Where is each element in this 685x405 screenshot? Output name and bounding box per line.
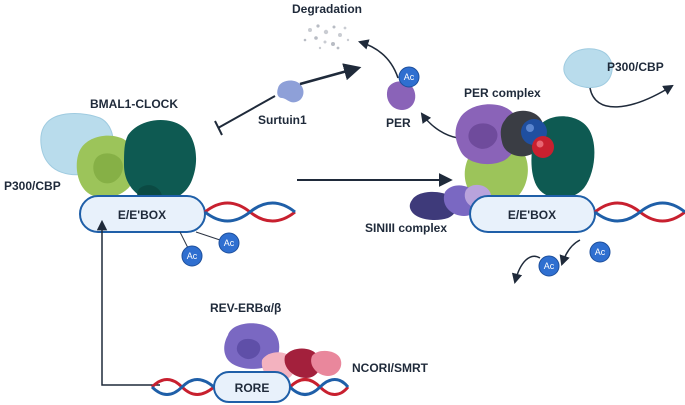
svg-text:Ac: Ac: [595, 247, 606, 257]
ac-marker-left-1: Ac: [179, 231, 203, 267]
rev-erb-label: REV-ERBα/β: [210, 301, 281, 315]
ac-marker-right-2: Ac: [589, 241, 611, 263]
ac-marker-per: Ac: [398, 66, 420, 88]
svg-text:Ac: Ac: [404, 72, 415, 82]
arrow-complex-to-per: [420, 112, 459, 139]
per-complex-cluster: [455, 104, 595, 204]
dna-helix-left: [204, 201, 296, 223]
arrow-p300-right: [589, 84, 674, 108]
ac-marker-right-1: Ac: [538, 255, 560, 277]
bmal1-clock-label: BMAL1-CLOCK: [90, 97, 178, 111]
siniii-complex-label: SINIII complex: [365, 221, 447, 235]
p300-cbp-right-label: P300/CBP: [607, 60, 664, 74]
p300-cbp-right-protein: [563, 48, 613, 89]
ebox-right: [469, 195, 596, 233]
svg-text:Ac: Ac: [224, 238, 235, 248]
degradation-debris: [303, 24, 350, 50]
dna-helix-right: [594, 201, 685, 223]
siniii-complex: [409, 184, 492, 220]
ncori-smrt-label: NCORI/SMRT: [352, 361, 429, 375]
surtuin1-protein: [277, 80, 304, 103]
p300-cbp-left-label: P300/CBP: [4, 179, 61, 193]
bmal1-protein: [76, 135, 137, 198]
surtuin1-label: Surtuin1: [258, 113, 307, 127]
clock-protein: [124, 119, 197, 207]
arrow-rore-to-ebox: [96, 219, 160, 386]
ebox-left-label: E/E'BOX: [118, 208, 166, 222]
ebox-right-label: E/E'BOX: [508, 208, 556, 222]
dna-helix-bottom: [150, 378, 350, 396]
arrow-surtuin-to-degradation: [299, 63, 362, 86]
inhibition-line: [214, 95, 276, 136]
degradation-label: Degradation: [292, 2, 362, 16]
svg-text:Ac: Ac: [544, 261, 555, 271]
svg-text:Ac: Ac: [187, 251, 198, 261]
ebox-left: [79, 195, 206, 233]
per-protein: [386, 81, 416, 110]
arrow-per-to-degradation: [357, 39, 399, 79]
rore-label: RORE: [235, 381, 270, 395]
per-complex-label: PER complex: [464, 86, 541, 100]
arrow-ac-release-2: [559, 239, 581, 266]
per-label: PER: [386, 116, 411, 130]
ac-marker-left-2: Ac: [195, 231, 240, 254]
rore-box: [213, 371, 291, 403]
arrow-ac-release-1: [511, 255, 541, 285]
